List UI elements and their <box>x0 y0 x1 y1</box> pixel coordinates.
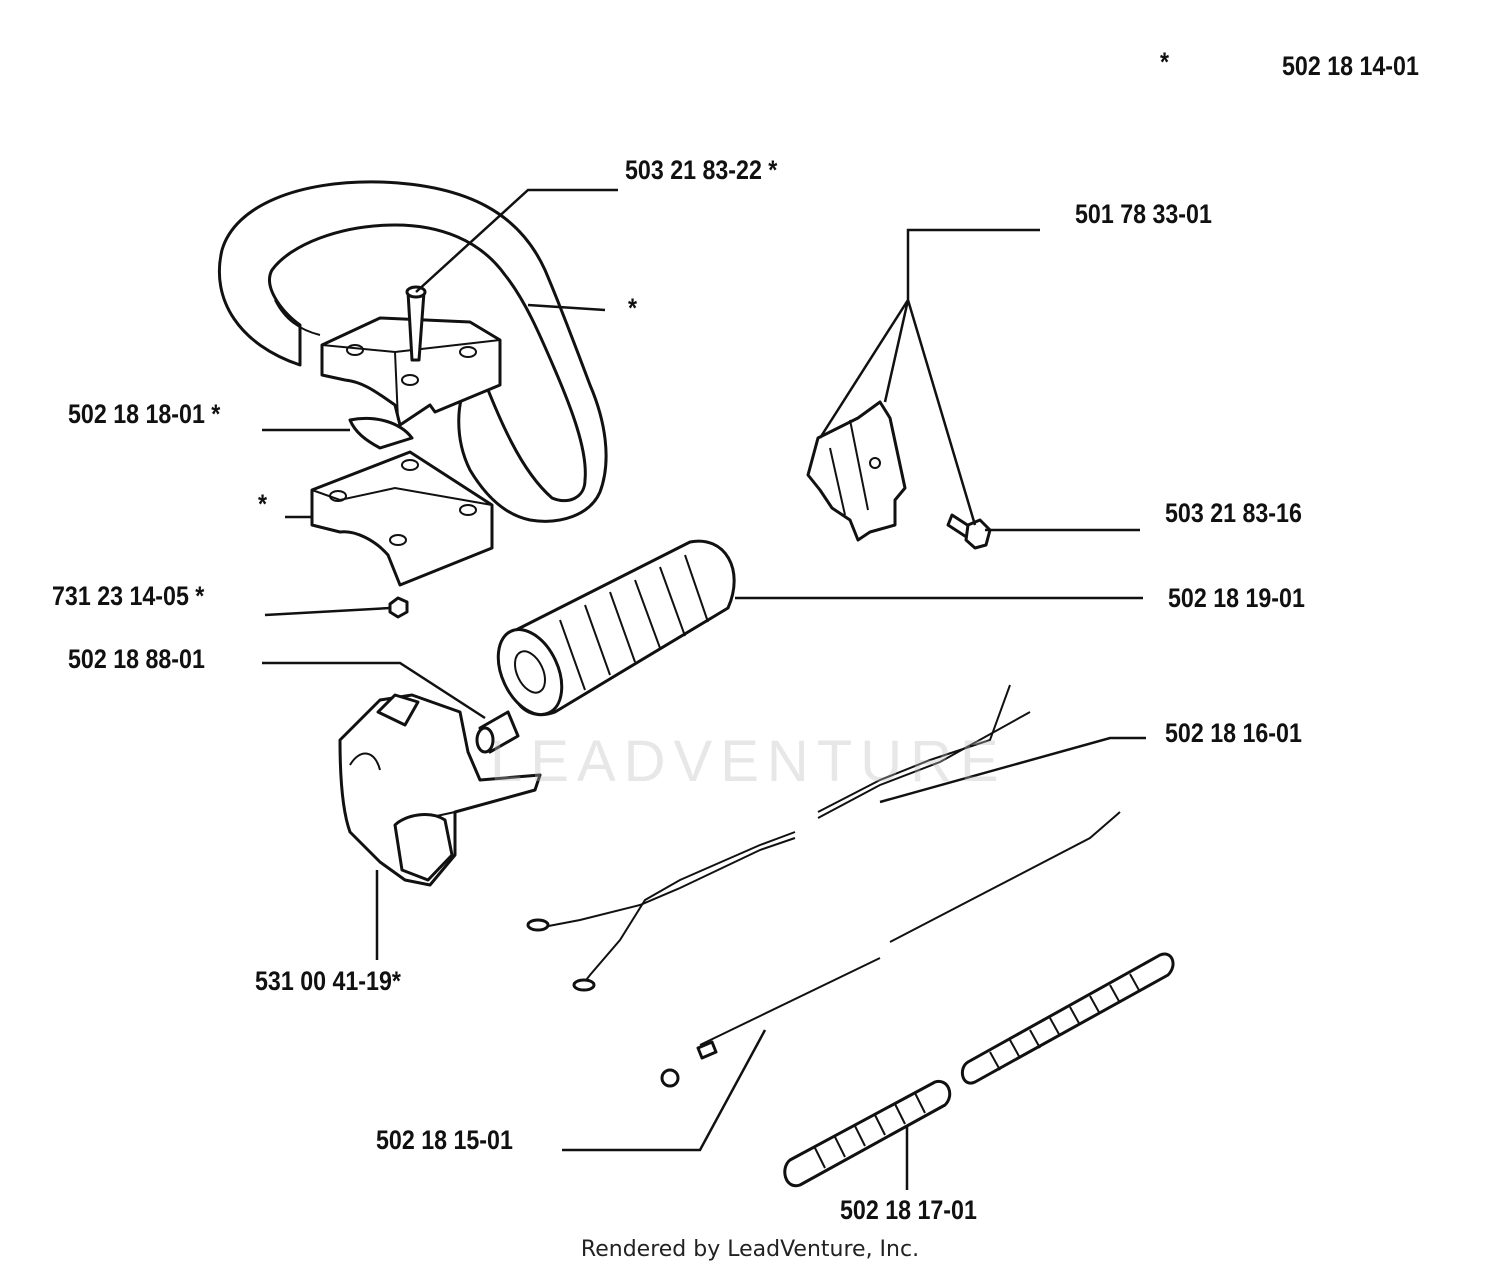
header-star: * <box>1160 47 1170 77</box>
spacer-part <box>475 710 520 754</box>
label-bolt-long: 503 21 83-22 * <box>625 155 778 185</box>
throttle-housing-part <box>338 693 542 887</box>
screw-part <box>946 513 992 550</box>
label-handle-star: * <box>628 293 638 323</box>
throttle-cable-part <box>660 811 1121 1088</box>
leader-lines <box>262 188 1146 1190</box>
grip-part <box>496 539 736 717</box>
label-clamp-top: 502 18 18-01 * <box>68 399 221 429</box>
label-grip: 502 18 19-01 <box>1168 583 1305 613</box>
label-throttle-housing: 531 00 41-19* <box>255 966 401 996</box>
cable-sleeve-part <box>783 952 1175 1188</box>
bracket-part <box>806 400 907 542</box>
watermark: LEADVENTURE <box>490 729 1007 794</box>
label-cable-sleeve: 502 18 17-01 <box>840 1195 977 1225</box>
label-clamp-bottom-star: * <box>258 489 268 519</box>
nut-part <box>388 596 409 619</box>
assembly-number: 502 18 14-01 <box>1282 51 1419 81</box>
loop-handle-part <box>217 180 608 523</box>
footer-credit: Rendered by LeadVenture, Inc. <box>580 1237 920 1262</box>
label-screw: 503 21 83-16 <box>1165 498 1302 528</box>
label-wire-harness: 502 18 16-01 <box>1165 718 1302 748</box>
clamp-top-part <box>320 316 502 450</box>
clamp-bottom-part <box>310 450 494 587</box>
label-nut: 731 23 14-05 * <box>52 581 205 611</box>
label-bracket-kit: 501 78 33-01 <box>1075 199 1212 229</box>
wire-harness-part <box>526 684 1031 992</box>
label-throttle-cable: 502 18 15-01 <box>376 1125 513 1155</box>
label-spacer: 502 18 88-01 <box>68 644 205 674</box>
